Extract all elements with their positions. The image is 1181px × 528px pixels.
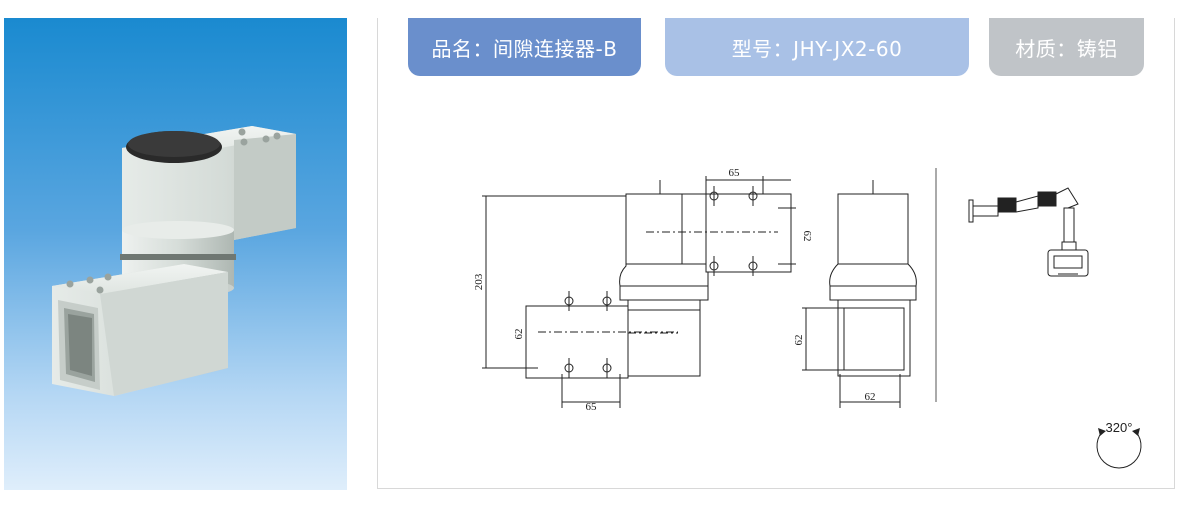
dim-bottom-width: 65 <box>586 401 598 413</box>
dim-bottom-height: 62 <box>513 329 525 340</box>
product-photo <box>4 18 347 490</box>
front-bolts-upper <box>709 186 758 276</box>
product-name-label: 品名：间隙连接器-B <box>431 36 618 61</box>
arm-assembly-icon <box>968 187 1089 277</box>
side-lower-body <box>837 299 911 377</box>
side-collar <box>829 285 917 301</box>
front-lower-flange <box>525 305 629 379</box>
technical-drawing: 65 62 203 62 65 62 62 320° <box>473 167 1142 469</box>
rotation-arc <box>1096 431 1142 469</box>
front-upper-block <box>625 193 683 265</box>
product-material-label: 材质：铸铝 <box>1015 36 1118 61</box>
front-bolts-lower <box>564 291 612 378</box>
front-upper-flange <box>705 193 792 273</box>
rotation-angle: 320° <box>1106 420 1133 435</box>
spec-panel: 品名：间隙连接器-B 型号：JHY-JX2-60 材质：铸铝 <box>377 18 1175 489</box>
product-model-label: 型号：JHY-JX2-60 <box>731 36 903 61</box>
side-upper-block <box>837 193 909 265</box>
dim-top-width: 65 <box>729 167 741 179</box>
front-lower-body <box>627 309 701 377</box>
product-name-tab: 品名：间隙连接器-B <box>408 18 641 76</box>
product-material-tab: 材质：铸铝 <box>989 18 1144 76</box>
product-model-tab: 型号：JHY-JX2-60 <box>665 18 969 76</box>
dim-top-height: 62 <box>801 231 813 242</box>
dim-overall-height: 203 <box>473 273 485 290</box>
front-collar <box>619 285 709 301</box>
connector-rendering <box>52 126 296 396</box>
dim-side-width: 62 <box>865 391 876 403</box>
dim-side-height: 62 <box>793 335 805 346</box>
